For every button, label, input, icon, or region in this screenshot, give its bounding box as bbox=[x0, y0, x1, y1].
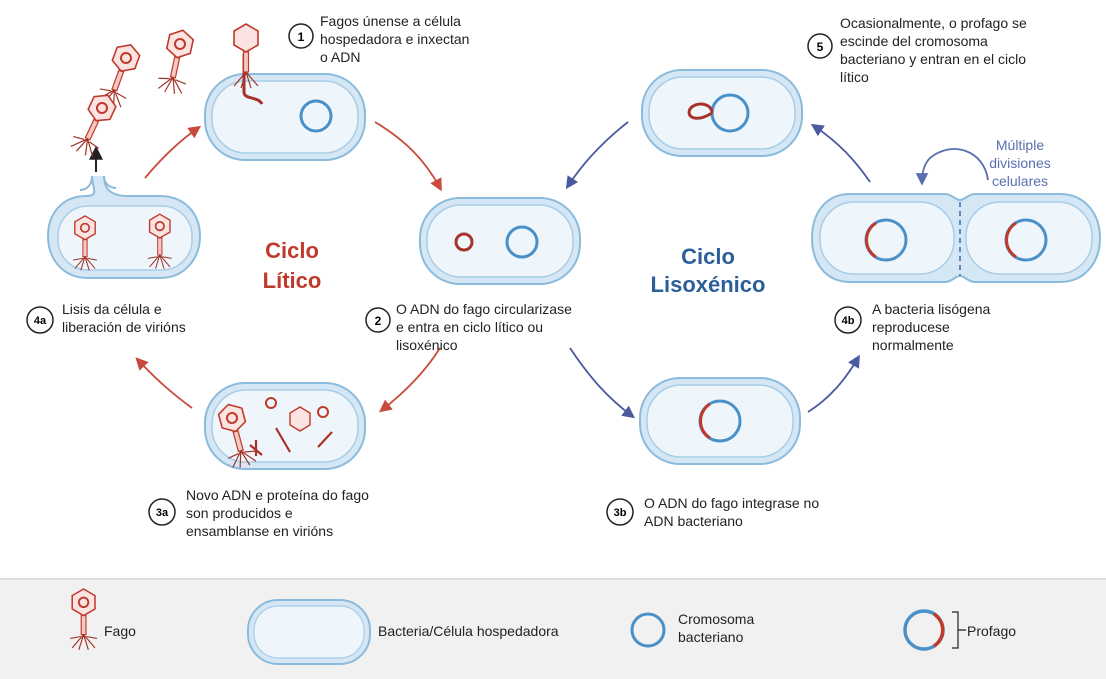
cell-step2 bbox=[419, 197, 581, 285]
svg-text:normalmente: normalmente bbox=[872, 337, 954, 353]
step-4a: 4a Lisis da célula e liberación de virió… bbox=[26, 301, 186, 335]
legend-cell-label: Bacteria/Célula hospedadora bbox=[378, 623, 559, 639]
cell-step3b bbox=[639, 377, 801, 465]
step-badge bbox=[606, 498, 634, 526]
svg-text:Múltiple: Múltiple bbox=[996, 137, 1044, 153]
svg-text:Novo ADN e proteína do fago: Novo ADN e proteína do fago bbox=[186, 487, 369, 503]
svg-text:lisoxénico: lisoxénico bbox=[396, 337, 458, 353]
step-5: 5 Ocasionalmente, o profago se escinde d… bbox=[807, 15, 1027, 85]
svg-text:O ADN do fago integrase no: O ADN do fago integrase no bbox=[644, 495, 819, 511]
svg-text:reproducese: reproducese bbox=[872, 319, 950, 335]
svg-text:Ciclo: Ciclo bbox=[681, 244, 735, 269]
svg-text:ensamblanse en virións: ensamblanse en virións bbox=[186, 523, 333, 539]
lytic-cycle-label: Ciclo Lítico bbox=[263, 238, 322, 293]
svg-text:1: 1 bbox=[298, 30, 305, 44]
svg-text:e entra en ciclo lítico ou: e entra en ciclo lítico ou bbox=[396, 319, 543, 335]
svg-text:Lítico: Lítico bbox=[263, 268, 322, 293]
svg-text:son producidos e: son producidos e bbox=[186, 505, 293, 521]
svg-text:o ADN: o ADN bbox=[320, 49, 360, 65]
svg-text:3a: 3a bbox=[156, 507, 169, 519]
lytic-arrows bbox=[135, 121, 442, 413]
cell-step4b-dividing bbox=[810, 193, 1102, 283]
svg-text:O ADN do fago circularizase: O ADN do fago circularizase bbox=[396, 301, 572, 317]
step-3a: 3a Novo ADN e proteína do fago son produ… bbox=[148, 487, 369, 539]
step-badge bbox=[807, 33, 833, 59]
svg-text:lítico: lítico bbox=[840, 69, 869, 85]
multiple-division-arrow bbox=[915, 148, 989, 186]
svg-text:bacteriano: bacteriano bbox=[678, 629, 744, 645]
step-2: 2 O ADN do fago circularizase e entra en… bbox=[365, 301, 572, 353]
svg-text:Lisis da célula e: Lisis da célula e bbox=[62, 301, 162, 317]
step-3b: 3b O ADN do fago integrase no ADN bacter… bbox=[606, 495, 819, 529]
cell-step3a bbox=[204, 382, 366, 471]
lysogenic-arrows bbox=[565, 121, 871, 419]
legend-chromosome-label: Cromosoma bbox=[678, 611, 754, 627]
svg-text:3b: 3b bbox=[614, 507, 627, 519]
cell-step1 bbox=[204, 23, 366, 161]
svg-text:divisiones: divisiones bbox=[989, 155, 1050, 171]
lysogenic-cycle-label: Ciclo Lisoxénico bbox=[651, 244, 766, 297]
released-phages bbox=[67, 26, 198, 161]
step-1: 1 Fagos únense a célula hospedadora e in… bbox=[288, 13, 469, 65]
step-badge bbox=[834, 306, 862, 334]
svg-text:2: 2 bbox=[375, 314, 382, 328]
step-4b: 4b A bacteria lisógena reproducese norma… bbox=[834, 301, 991, 353]
svg-text:Lisoxénico: Lisoxénico bbox=[651, 272, 766, 297]
cell-legend-icon bbox=[247, 599, 371, 665]
cell-step5 bbox=[641, 69, 803, 157]
step-badge bbox=[148, 498, 176, 526]
step-badge bbox=[26, 306, 54, 334]
svg-text:celulares: celulares bbox=[992, 173, 1048, 189]
prophage-legend-icon bbox=[903, 609, 966, 651]
step-badge bbox=[288, 23, 314, 49]
cell-step4a-lysis bbox=[46, 145, 202, 279]
legend-phage-label: Fago bbox=[104, 623, 136, 639]
svg-text:ADN bacteriano: ADN bacteriano bbox=[644, 513, 743, 529]
step-badge bbox=[365, 307, 391, 333]
svg-text:Ocasionalmente, o profago se: Ocasionalmente, o profago se bbox=[840, 15, 1027, 31]
svg-text:Ciclo: Ciclo bbox=[265, 238, 319, 263]
legend-prophage-label: Profago bbox=[967, 623, 1016, 639]
svg-text:bacteriano y entran en el cicl: bacteriano y entran en el ciclo bbox=[840, 51, 1026, 67]
svg-text:A bacteria lisógena: A bacteria lisógena bbox=[872, 301, 991, 317]
svg-text:hospedadora e inxectan: hospedadora e inxectan bbox=[320, 31, 469, 47]
svg-text:Fagos únense a célula: Fagos únense a célula bbox=[320, 13, 461, 29]
svg-text:liberación de virións: liberación de virións bbox=[62, 319, 186, 335]
svg-text:5: 5 bbox=[817, 40, 824, 54]
chromosome-legend-icon bbox=[630, 612, 666, 648]
legend: Fago Bacteria/Célula hospedadora Cromoso… bbox=[0, 578, 1106, 679]
multiple-divisions-label: Múltiple divisiones celulares bbox=[989, 137, 1050, 189]
svg-text:4a: 4a bbox=[34, 315, 47, 327]
svg-text:escinde del cromosoma: escinde del cromosoma bbox=[840, 33, 988, 49]
svg-text:4b: 4b bbox=[842, 315, 855, 327]
